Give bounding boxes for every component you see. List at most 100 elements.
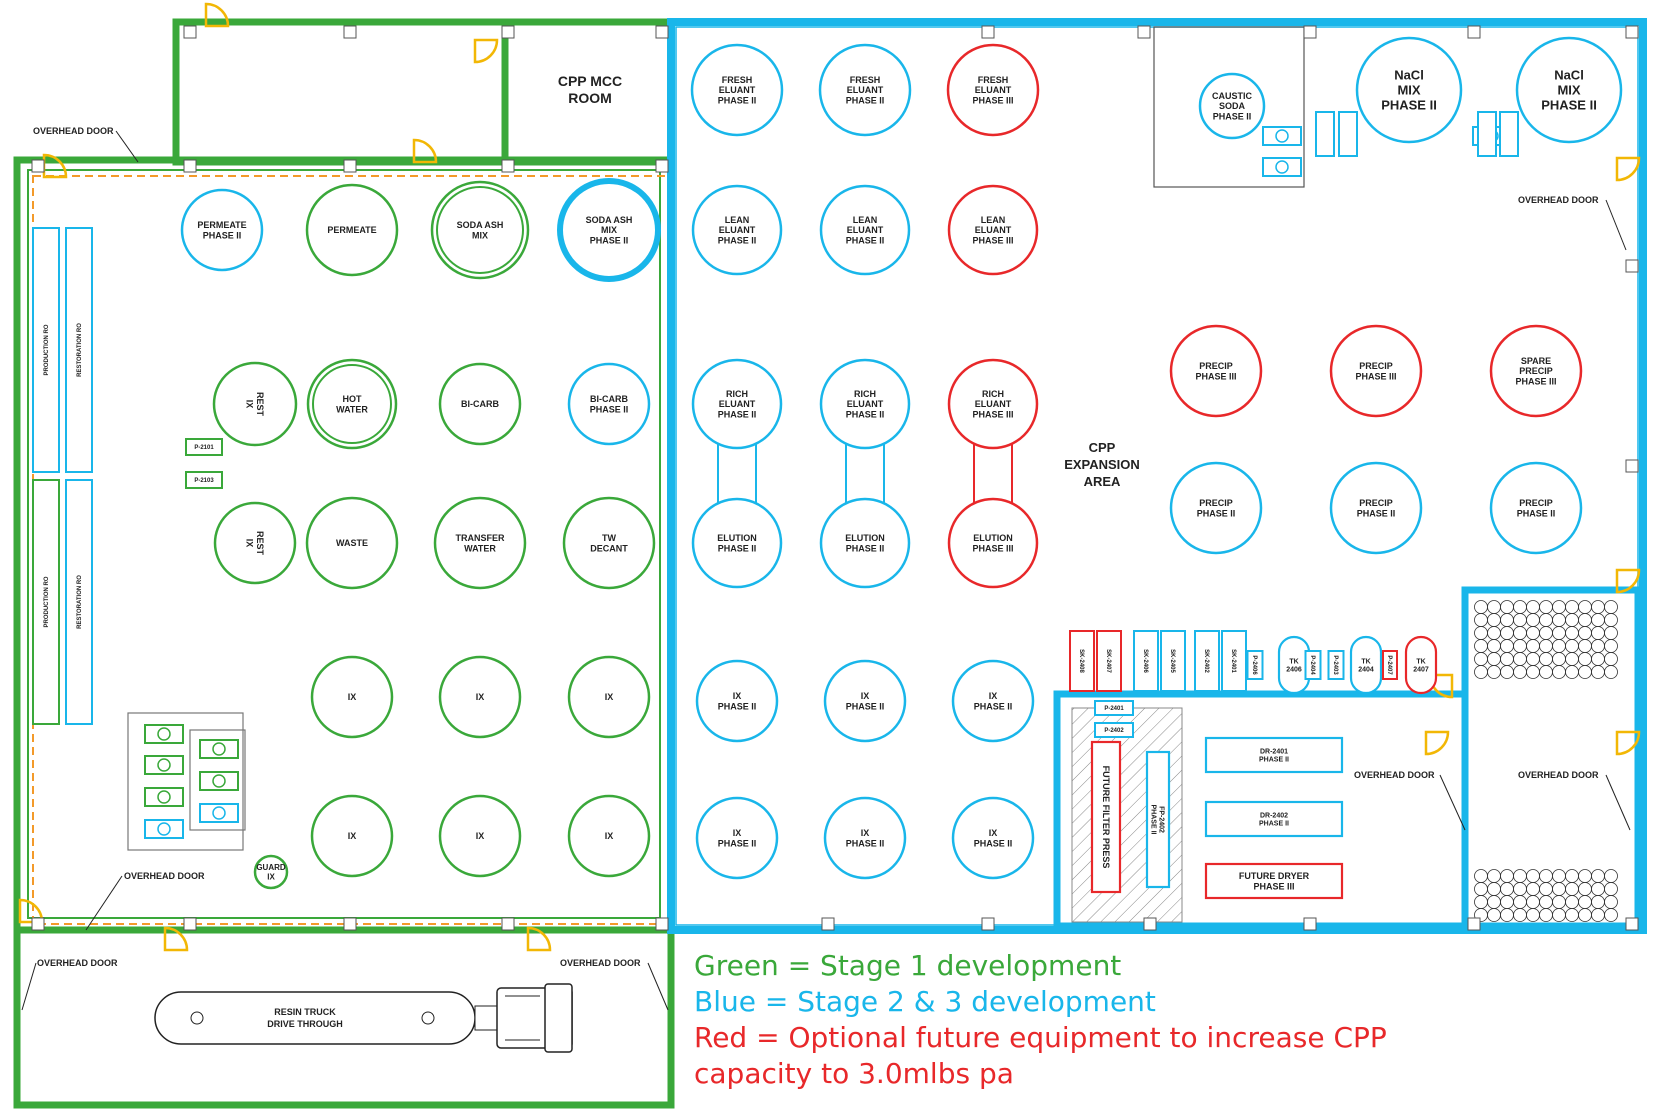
ro-unit-frame bbox=[65, 479, 93, 725]
screen-cell bbox=[1474, 882, 1488, 896]
screen-cell bbox=[1487, 665, 1501, 679]
screen-cell bbox=[1552, 665, 1566, 679]
door-swings bbox=[18, 2, 1641, 952]
screen-cell bbox=[1604, 613, 1618, 627]
screen-cell bbox=[1604, 882, 1618, 896]
screen-cell bbox=[1539, 652, 1553, 666]
tank-vessel bbox=[1489, 324, 1583, 418]
screen-cell bbox=[1526, 882, 1540, 896]
column-marker bbox=[1467, 917, 1481, 931]
pump-label: P-2406 bbox=[1251, 655, 1257, 675]
pump-label: P-2403 bbox=[1332, 655, 1338, 675]
mini-pump bbox=[144, 787, 184, 807]
screen-cell bbox=[1604, 908, 1618, 922]
tank-vessel bbox=[1489, 461, 1583, 555]
tank: IX bbox=[310, 794, 394, 878]
overhead-door-leader bbox=[115, 130, 139, 163]
equipment-frame bbox=[1204, 862, 1344, 900]
tank-vessel bbox=[562, 496, 656, 590]
skid: SK-2402 bbox=[1194, 630, 1220, 692]
tank-vessel bbox=[438, 362, 522, 446]
legend-stage23: Blue = Stage 2 & 3 development bbox=[694, 985, 1156, 1018]
screen-cell bbox=[1578, 626, 1592, 640]
overhead-door-label: OVERHEAD DOOR bbox=[124, 871, 205, 881]
equipment-frame bbox=[1145, 750, 1171, 889]
tank-label: IX bbox=[476, 831, 485, 841]
screen-cell bbox=[1565, 665, 1579, 679]
pump-label: P-2103 bbox=[194, 478, 214, 484]
screen-cell bbox=[1500, 600, 1514, 614]
column-marker bbox=[343, 917, 357, 931]
pump-frame bbox=[1382, 650, 1398, 680]
screen-cell bbox=[1487, 882, 1501, 896]
tank-vessel bbox=[819, 358, 911, 450]
door-arc bbox=[1615, 730, 1641, 756]
door-swing bbox=[1615, 568, 1641, 594]
pump-frame bbox=[1327, 650, 1345, 680]
pump-frame bbox=[185, 438, 223, 456]
screen-cell bbox=[1474, 869, 1488, 883]
door-swing bbox=[412, 138, 438, 164]
screen-cell bbox=[1578, 600, 1592, 614]
screen-cell bbox=[1539, 600, 1553, 614]
screen-cell bbox=[1552, 626, 1566, 640]
mini-pump bbox=[1477, 111, 1497, 157]
screen-cell bbox=[1565, 882, 1579, 896]
tank-vessel bbox=[819, 184, 911, 276]
screen-cell bbox=[1500, 882, 1514, 896]
skid-frame bbox=[1069, 630, 1095, 692]
screen-cell bbox=[1552, 639, 1566, 653]
tank: WASTE bbox=[305, 496, 399, 590]
tank-vessel bbox=[947, 358, 1039, 450]
screen-cell bbox=[1500, 665, 1514, 679]
screen-cell bbox=[1500, 652, 1514, 666]
screen-cell bbox=[1487, 869, 1501, 883]
pump-skid-outline bbox=[127, 712, 244, 851]
screen-cell bbox=[1513, 626, 1527, 640]
screen-cell bbox=[1539, 882, 1553, 896]
mini-pump-impeller bbox=[157, 790, 171, 804]
screen-cell bbox=[1591, 626, 1605, 640]
tank-vessel bbox=[212, 361, 298, 447]
door-swing bbox=[1615, 730, 1641, 756]
tank-vessel bbox=[691, 358, 783, 450]
screen-cell bbox=[1513, 869, 1527, 883]
screen-cell bbox=[1578, 665, 1592, 679]
screen-cell bbox=[1539, 665, 1553, 679]
screen-cell bbox=[1604, 626, 1618, 640]
door-arc bbox=[42, 153, 68, 179]
pump-label: P-2402 bbox=[1104, 728, 1124, 734]
tank: BI-CARB bbox=[438, 362, 522, 446]
pump: P-2103 bbox=[185, 471, 223, 489]
equipment-label: FP-2402PHASE II bbox=[1150, 805, 1165, 835]
screen-cell bbox=[1591, 639, 1605, 653]
door-swing bbox=[42, 153, 68, 179]
door-arc bbox=[412, 138, 438, 164]
tank-label: WASTE bbox=[336, 538, 368, 548]
screen-cell bbox=[1604, 869, 1618, 883]
screen-cell bbox=[1578, 652, 1592, 666]
screen-cell bbox=[1578, 869, 1592, 883]
tank-label: PERMEATE bbox=[327, 225, 376, 235]
screen-cell bbox=[1552, 895, 1566, 909]
screen-cell bbox=[1526, 639, 1540, 653]
tank-vessel bbox=[310, 794, 394, 878]
tank: PERMEATE bbox=[305, 183, 399, 277]
